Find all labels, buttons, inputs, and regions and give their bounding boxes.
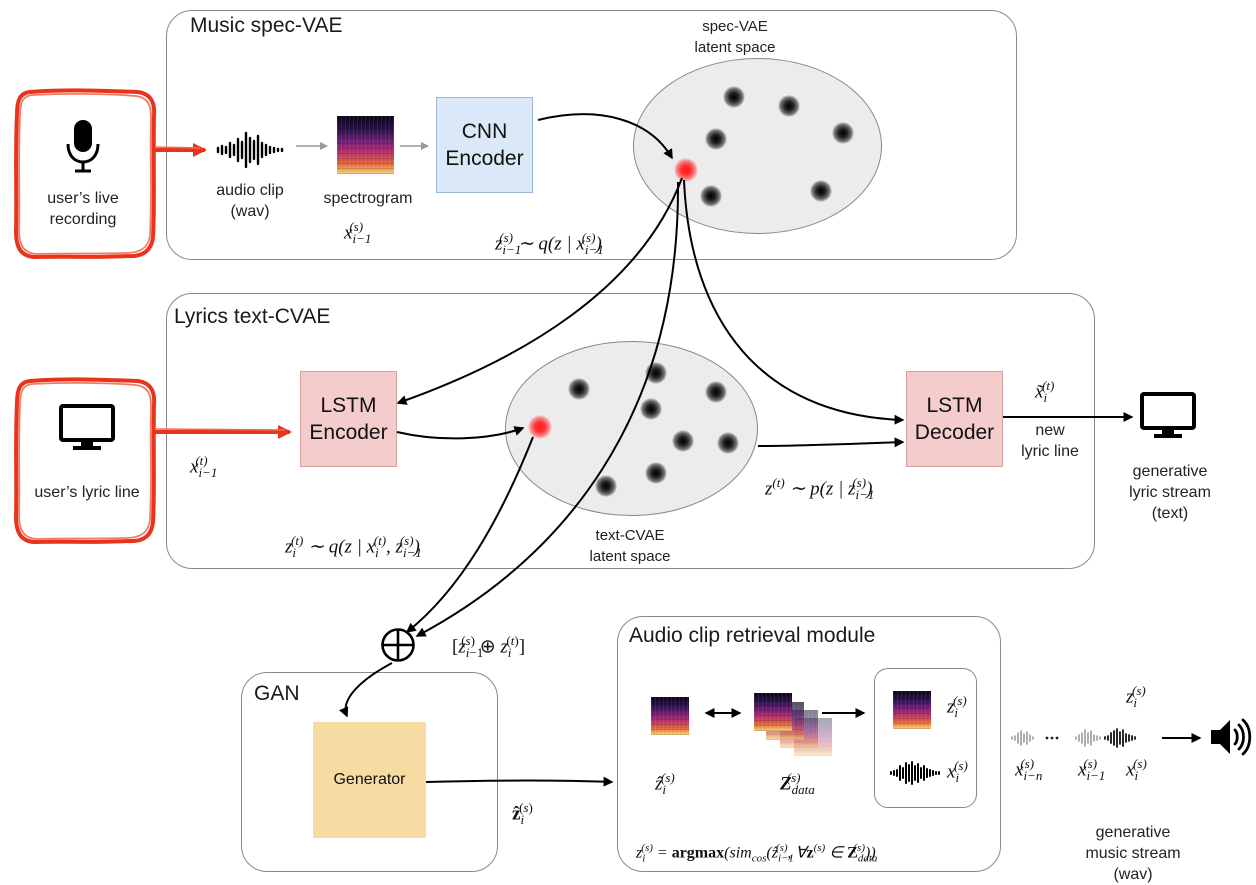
direct-sum-icon bbox=[381, 628, 415, 662]
retrieved-waveform-icon bbox=[890, 761, 940, 785]
spec-latent-point bbox=[810, 180, 832, 202]
lyric-input-frame bbox=[13, 377, 157, 545]
cnn-encoder-box: CNN Encoder bbox=[436, 97, 533, 193]
query-spectrogram-image bbox=[651, 697, 689, 735]
text-latent-point bbox=[595, 475, 617, 497]
stream-x-i-1-label: xi−1(s) bbox=[1078, 756, 1106, 784]
spec-latent-point bbox=[705, 128, 727, 150]
lyric-input-label: user’s lyric line bbox=[34, 484, 140, 501]
gan-title: GAN bbox=[254, 682, 300, 705]
stream-x-i-label: xi(s) bbox=[1126, 756, 1147, 784]
text-latent-point bbox=[645, 362, 667, 384]
lyrics-text-cvae-title: Lyrics text-CVAE bbox=[174, 305, 331, 328]
speaker-icon bbox=[1211, 718, 1252, 756]
recording-input-label: user’s live recording bbox=[47, 190, 119, 228]
music-stream-label: generative music stream (wav) bbox=[1085, 824, 1181, 883]
database-spectrogram-image bbox=[754, 693, 792, 731]
retrieved-result-card bbox=[874, 668, 977, 808]
spec-latent-point bbox=[832, 122, 854, 144]
microphone-icon bbox=[66, 120, 100, 173]
cnn-encoder-label: CNN Encoder bbox=[445, 120, 524, 170]
music-spec-vae-panel bbox=[166, 10, 1017, 260]
text-posterior-equation: zi(t) ∼ q(z | xi(t), zi−1(s)) bbox=[285, 533, 422, 561]
spec-vae-latent-space bbox=[633, 58, 882, 234]
audio-clip-label: audio clip (wav) bbox=[216, 182, 284, 220]
music-spec-vae-title: Music spec-VAE bbox=[190, 14, 343, 37]
spec-vae-latent-label: spec-VAE latent space bbox=[694, 18, 776, 56]
database-z-label: Zdata(s) bbox=[780, 770, 815, 798]
generated-z-label: ẑi(s) bbox=[512, 800, 533, 828]
query-z-label: ẑi(s) bbox=[655, 770, 675, 798]
spec-latent-sample-point bbox=[674, 158, 698, 182]
text-prior-equation: z(t) ∼ p(z | zi−1(s)) bbox=[765, 475, 875, 503]
waveform-icon bbox=[216, 131, 284, 169]
lstm-encoder-box: LSTM Encoder bbox=[300, 371, 397, 467]
retrieved-x-label: xi(s) bbox=[947, 758, 968, 786]
spec-posterior-equation: zi−1(s) ∼ q(z | xi−1(s)) bbox=[495, 230, 604, 258]
lyric-stream-label: generative lyric stream (text) bbox=[1129, 463, 1211, 522]
lstm-decoder-label: LSTM Decoder bbox=[914, 394, 995, 444]
decoded-lyric-math-label: x̃i(t) bbox=[1035, 378, 1055, 406]
lstm-encoder-label: LSTM Encoder bbox=[309, 394, 388, 444]
stream-current-z-label: zi(s) bbox=[1126, 683, 1146, 711]
audio-retrieval-title: Audio clip retrieval module bbox=[629, 624, 876, 647]
recording-input-frame bbox=[13, 88, 157, 260]
generator-box: Generator bbox=[313, 722, 426, 838]
monitor-icon bbox=[59, 404, 115, 450]
text-latent-sample-point bbox=[528, 415, 552, 439]
spectrogram-label: spectrogram bbox=[323, 190, 413, 207]
spectrogram-image bbox=[337, 116, 394, 174]
text-cvae-latent-label: text-CVAE latent space bbox=[589, 527, 671, 565]
spec-latent-point bbox=[723, 86, 745, 108]
lyric-input-math-label: xi−1(t) bbox=[190, 453, 218, 481]
spec-latent-point bbox=[700, 185, 722, 207]
concat-equation: [zi−1(s) ⊕ zi(t)] bbox=[452, 633, 526, 661]
generator-label: Generator bbox=[333, 771, 406, 788]
retrieved-z-label: zi(s) bbox=[947, 693, 967, 721]
text-latent-point bbox=[705, 381, 727, 403]
output-monitor-icon bbox=[1140, 392, 1196, 438]
retrieved-spectrogram-image bbox=[893, 691, 931, 729]
lstm-decoder-box: LSTM Decoder bbox=[906, 371, 1003, 467]
music-stream-waveform bbox=[1011, 728, 1136, 748]
text-latent-point bbox=[568, 378, 590, 400]
text-latent-point bbox=[672, 430, 694, 452]
text-latent-point bbox=[717, 432, 739, 454]
spectrogram-math-label: xi−1(s) bbox=[344, 219, 372, 247]
stream-x-i-n-label: xi−n(s) bbox=[1015, 756, 1043, 784]
new-lyric-line-label: new lyric line bbox=[1021, 422, 1079, 460]
retrieval-equation: zi(s) = argmax(simcos(ẑi−1(s), ∀z(s) ∈ Z… bbox=[636, 842, 878, 865]
text-latent-point bbox=[640, 398, 662, 420]
text-latent-point bbox=[645, 462, 667, 484]
spec-latent-point bbox=[778, 95, 800, 117]
